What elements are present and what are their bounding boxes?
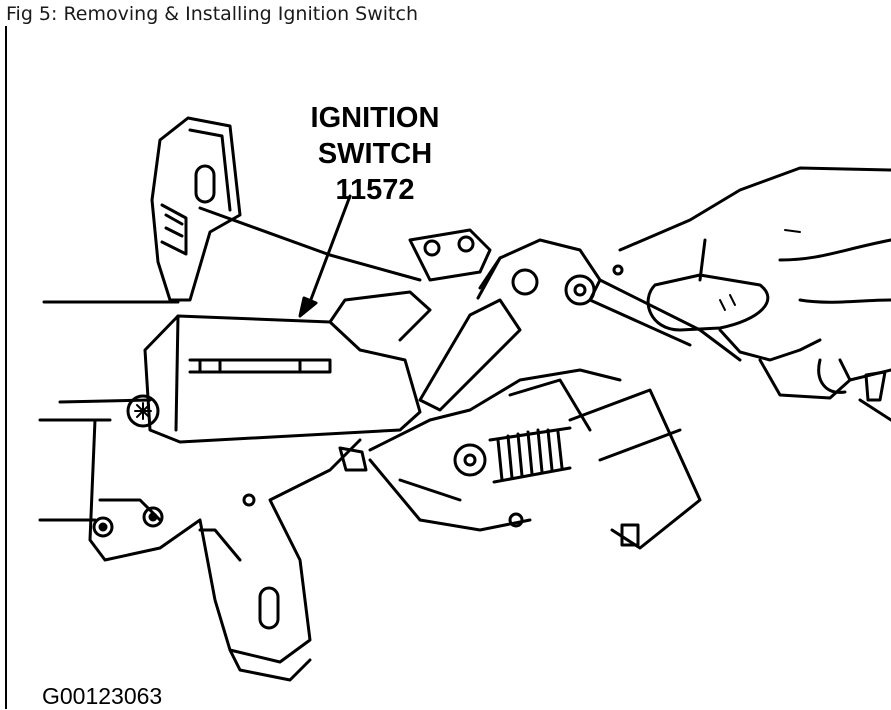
figure-left-border — [5, 26, 7, 709]
tumbler-spring — [488, 426, 572, 484]
upper-mounting-bracket — [150, 116, 242, 302]
ignition-switch-body — [143, 290, 432, 444]
mounting-screw — [126, 394, 160, 428]
ignition-switch-callout: IGNITION SWITCH 11572 — [300, 100, 450, 208]
figure-image-id: G00123063 — [42, 683, 163, 709]
connector-plug — [508, 378, 702, 550]
lock-actuator-housing — [368, 228, 622, 532]
callout-leader-arrow — [298, 194, 352, 318]
lower-mounting-bracket — [88, 418, 368, 682]
steering-column-tube — [38, 206, 422, 522]
callout-part-number: 11572 — [335, 174, 415, 206]
figure-title: Fig 5: Removing & Installing Ignition Sw… — [6, 3, 418, 25]
socket-wrench — [418, 238, 742, 412]
callout-line-1: IGNITION — [310, 102, 440, 134]
technician-hand — [618, 166, 891, 422]
callout-line-2: SWITCH — [317, 138, 433, 170]
